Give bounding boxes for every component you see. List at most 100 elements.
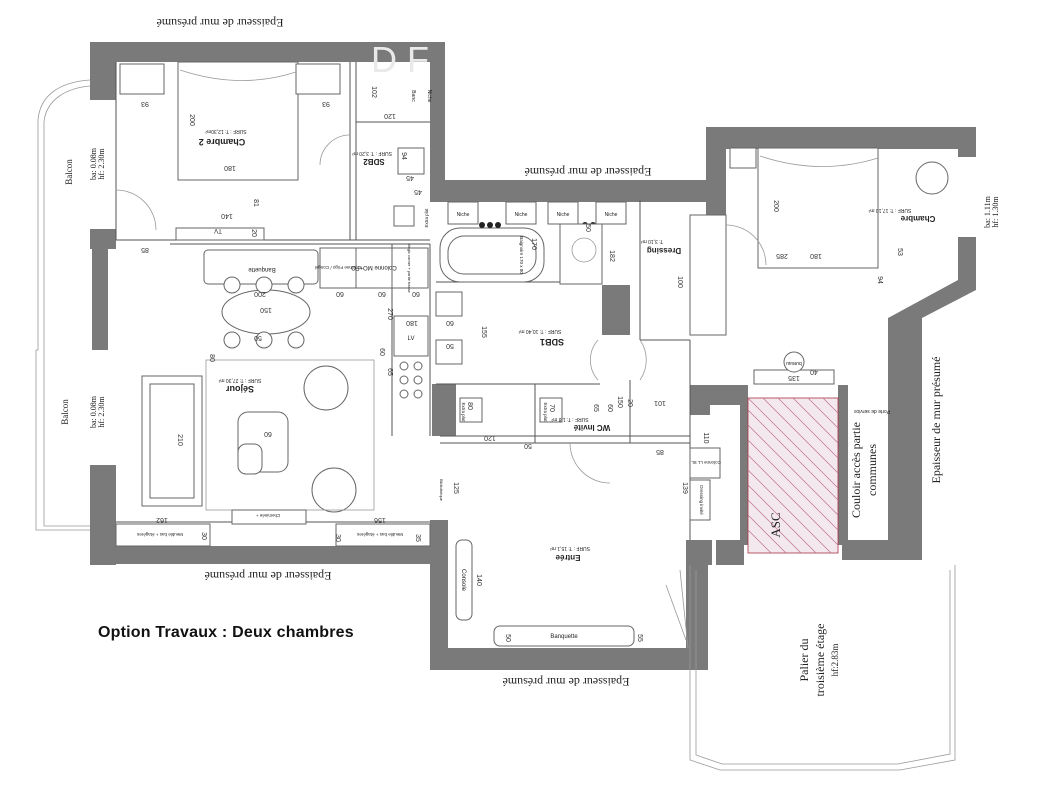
dimension-label: 270 xyxy=(386,308,393,320)
dimension-label: 50 xyxy=(504,634,511,642)
room-dressing: Dressing xyxy=(647,246,681,255)
dimension-label: 200 xyxy=(254,290,266,297)
dimension-label: 60 xyxy=(264,430,272,437)
dimension-label: 50 xyxy=(584,224,591,232)
label-niche-4: Niche xyxy=(605,212,618,218)
balcony-top-hf: hf: 2.30m xyxy=(97,148,106,180)
dimension-label: 94 xyxy=(876,276,883,284)
wall-label-top: Epaisseur de mur présumé xyxy=(157,16,284,30)
dimension-label: 120 xyxy=(484,434,496,441)
balcony-top-ba: ba: 0.08m xyxy=(89,147,98,180)
wall-label-bottom-center: Epaisseur de mur présumé xyxy=(503,675,630,689)
dimension-label: 45 xyxy=(406,174,414,181)
room-entree: Entrée xyxy=(555,553,580,562)
dimension-label: 65 xyxy=(386,368,393,376)
dimension-label: 53 xyxy=(896,248,903,256)
window-right-hf: hf: 1.30m xyxy=(991,196,1000,228)
label-cheminee: Cheminée + xyxy=(255,513,280,518)
surf-entree: SURF : T: 15,1 m² xyxy=(550,545,590,551)
dimension-label: 20 xyxy=(626,399,633,407)
walls xyxy=(90,42,976,670)
dimension-label: 45 xyxy=(414,188,422,195)
label-meuble-1: Meuble bas + étagères xyxy=(136,532,183,537)
dimension-label: 60 xyxy=(336,290,344,297)
dimension-label: 155 xyxy=(480,326,487,338)
dimension-label: 180 xyxy=(224,164,236,171)
label-bureau: bureau xyxy=(786,360,802,366)
dimension-label: 60 xyxy=(446,319,454,326)
label-mofo: Colonne MO+FO xyxy=(351,264,397,270)
dimension-label: 170 xyxy=(530,238,537,250)
label-lv: LV xyxy=(408,336,415,342)
dimension-label: 80 xyxy=(466,402,473,410)
couloir-line1: Couloir accès partie xyxy=(849,422,863,518)
dimension-label: 182 xyxy=(608,250,615,262)
room-wc: WC Invité xyxy=(573,423,610,432)
room-sdb2: SDB2 xyxy=(363,157,385,166)
surf-chambre2: SURF : T: 12,30m² xyxy=(205,128,247,134)
dimension-label: 210 xyxy=(176,434,183,446)
palier-line3: hf:2.83m xyxy=(830,644,840,677)
label-dressing-invite: Dressing invité xyxy=(699,485,704,515)
dimension-label: 150 xyxy=(260,306,272,313)
label-niche-1: Niche xyxy=(457,212,470,218)
dimension-label: 60 xyxy=(412,290,420,297)
wall-label-bottom-left: Epaisseur de mur présumé xyxy=(205,569,332,583)
label-console: Console xyxy=(460,569,466,592)
label-banquette: Banquette xyxy=(248,266,276,272)
dimension-label: 180 xyxy=(406,319,418,326)
dimension-label: 50 xyxy=(446,342,454,349)
room-asc: ASC xyxy=(768,512,783,537)
dimension-label: 100 xyxy=(676,276,683,288)
dimension-label: 102 xyxy=(370,86,377,98)
label-porte-service: Porte de service xyxy=(854,408,890,414)
surf-sdb2: SURF : T: 3,20 m² xyxy=(352,150,392,156)
dimension-label: 200 xyxy=(772,200,779,212)
dimension-label: 140 xyxy=(221,212,233,219)
surf-sejour: SURF : T: 27,30 m² xyxy=(218,377,261,383)
dimension-label: 30 xyxy=(334,534,341,542)
elevator-hatch xyxy=(747,397,839,554)
room-sejour: Séjour xyxy=(226,384,255,394)
dimension-label: 110 xyxy=(702,432,709,443)
dimension-label: 60 xyxy=(378,290,386,297)
dimension-label: 135 xyxy=(788,374,800,381)
dimension-label: 65 xyxy=(592,404,599,412)
label-niche-2: Niche xyxy=(515,212,528,218)
surf-dressing: T: 3,10 m² xyxy=(641,238,664,244)
balcony-top-name: Balcon xyxy=(64,159,74,185)
dimension-label: 85 xyxy=(141,246,149,253)
label-niche: Niche xyxy=(426,90,432,103)
dimension-label: 80 xyxy=(208,354,215,362)
label-magic: Magic corner + partie basse xyxy=(407,243,412,293)
balcony-bottom-name: Balcon xyxy=(60,399,70,425)
surf-sdb1: SURF : T: 10,40 m² xyxy=(518,328,561,334)
room-chambre2: Chambre 2 xyxy=(199,137,246,147)
dimension-label: 156 xyxy=(374,516,386,523)
couloir-line2: communes xyxy=(865,444,879,496)
label-niche-3: Niche xyxy=(557,212,570,218)
plan-caption: Option Travaux : Deux chambres xyxy=(98,624,354,641)
labels: Epaisseur de mur présumé Epaisseur de mu… xyxy=(60,16,1000,696)
dimension-label: 20 xyxy=(250,229,257,237)
dimension-label: 50 xyxy=(254,334,262,341)
watermark: D F xyxy=(371,39,429,80)
dimension-label: 101 xyxy=(654,399,666,406)
furniture xyxy=(115,61,949,647)
balcony-bottom-ba: ba: 0.08m xyxy=(89,395,98,428)
palier-line1: Palier du xyxy=(797,639,811,682)
label-extra-plat-3: Extra plat xyxy=(543,402,548,422)
dimension-label: 35 xyxy=(414,534,421,542)
label-bibliotheque: Bibliothèque xyxy=(439,479,444,502)
wall-label-mid: Epaisseur de mur présumé xyxy=(525,165,652,179)
dimension-label: 140 xyxy=(475,574,482,586)
dimension-label: 285 xyxy=(776,252,788,259)
palier-line2: troisième étage xyxy=(813,624,827,697)
wall-label-right: Epaisseur de mur présumé xyxy=(929,357,943,484)
dimension-label: 150 xyxy=(616,396,623,408)
label-extra-plat-1: Extra plat xyxy=(424,208,429,228)
label-banc: Banc xyxy=(410,90,416,102)
room-sdb1: SDB1 xyxy=(540,337,564,347)
